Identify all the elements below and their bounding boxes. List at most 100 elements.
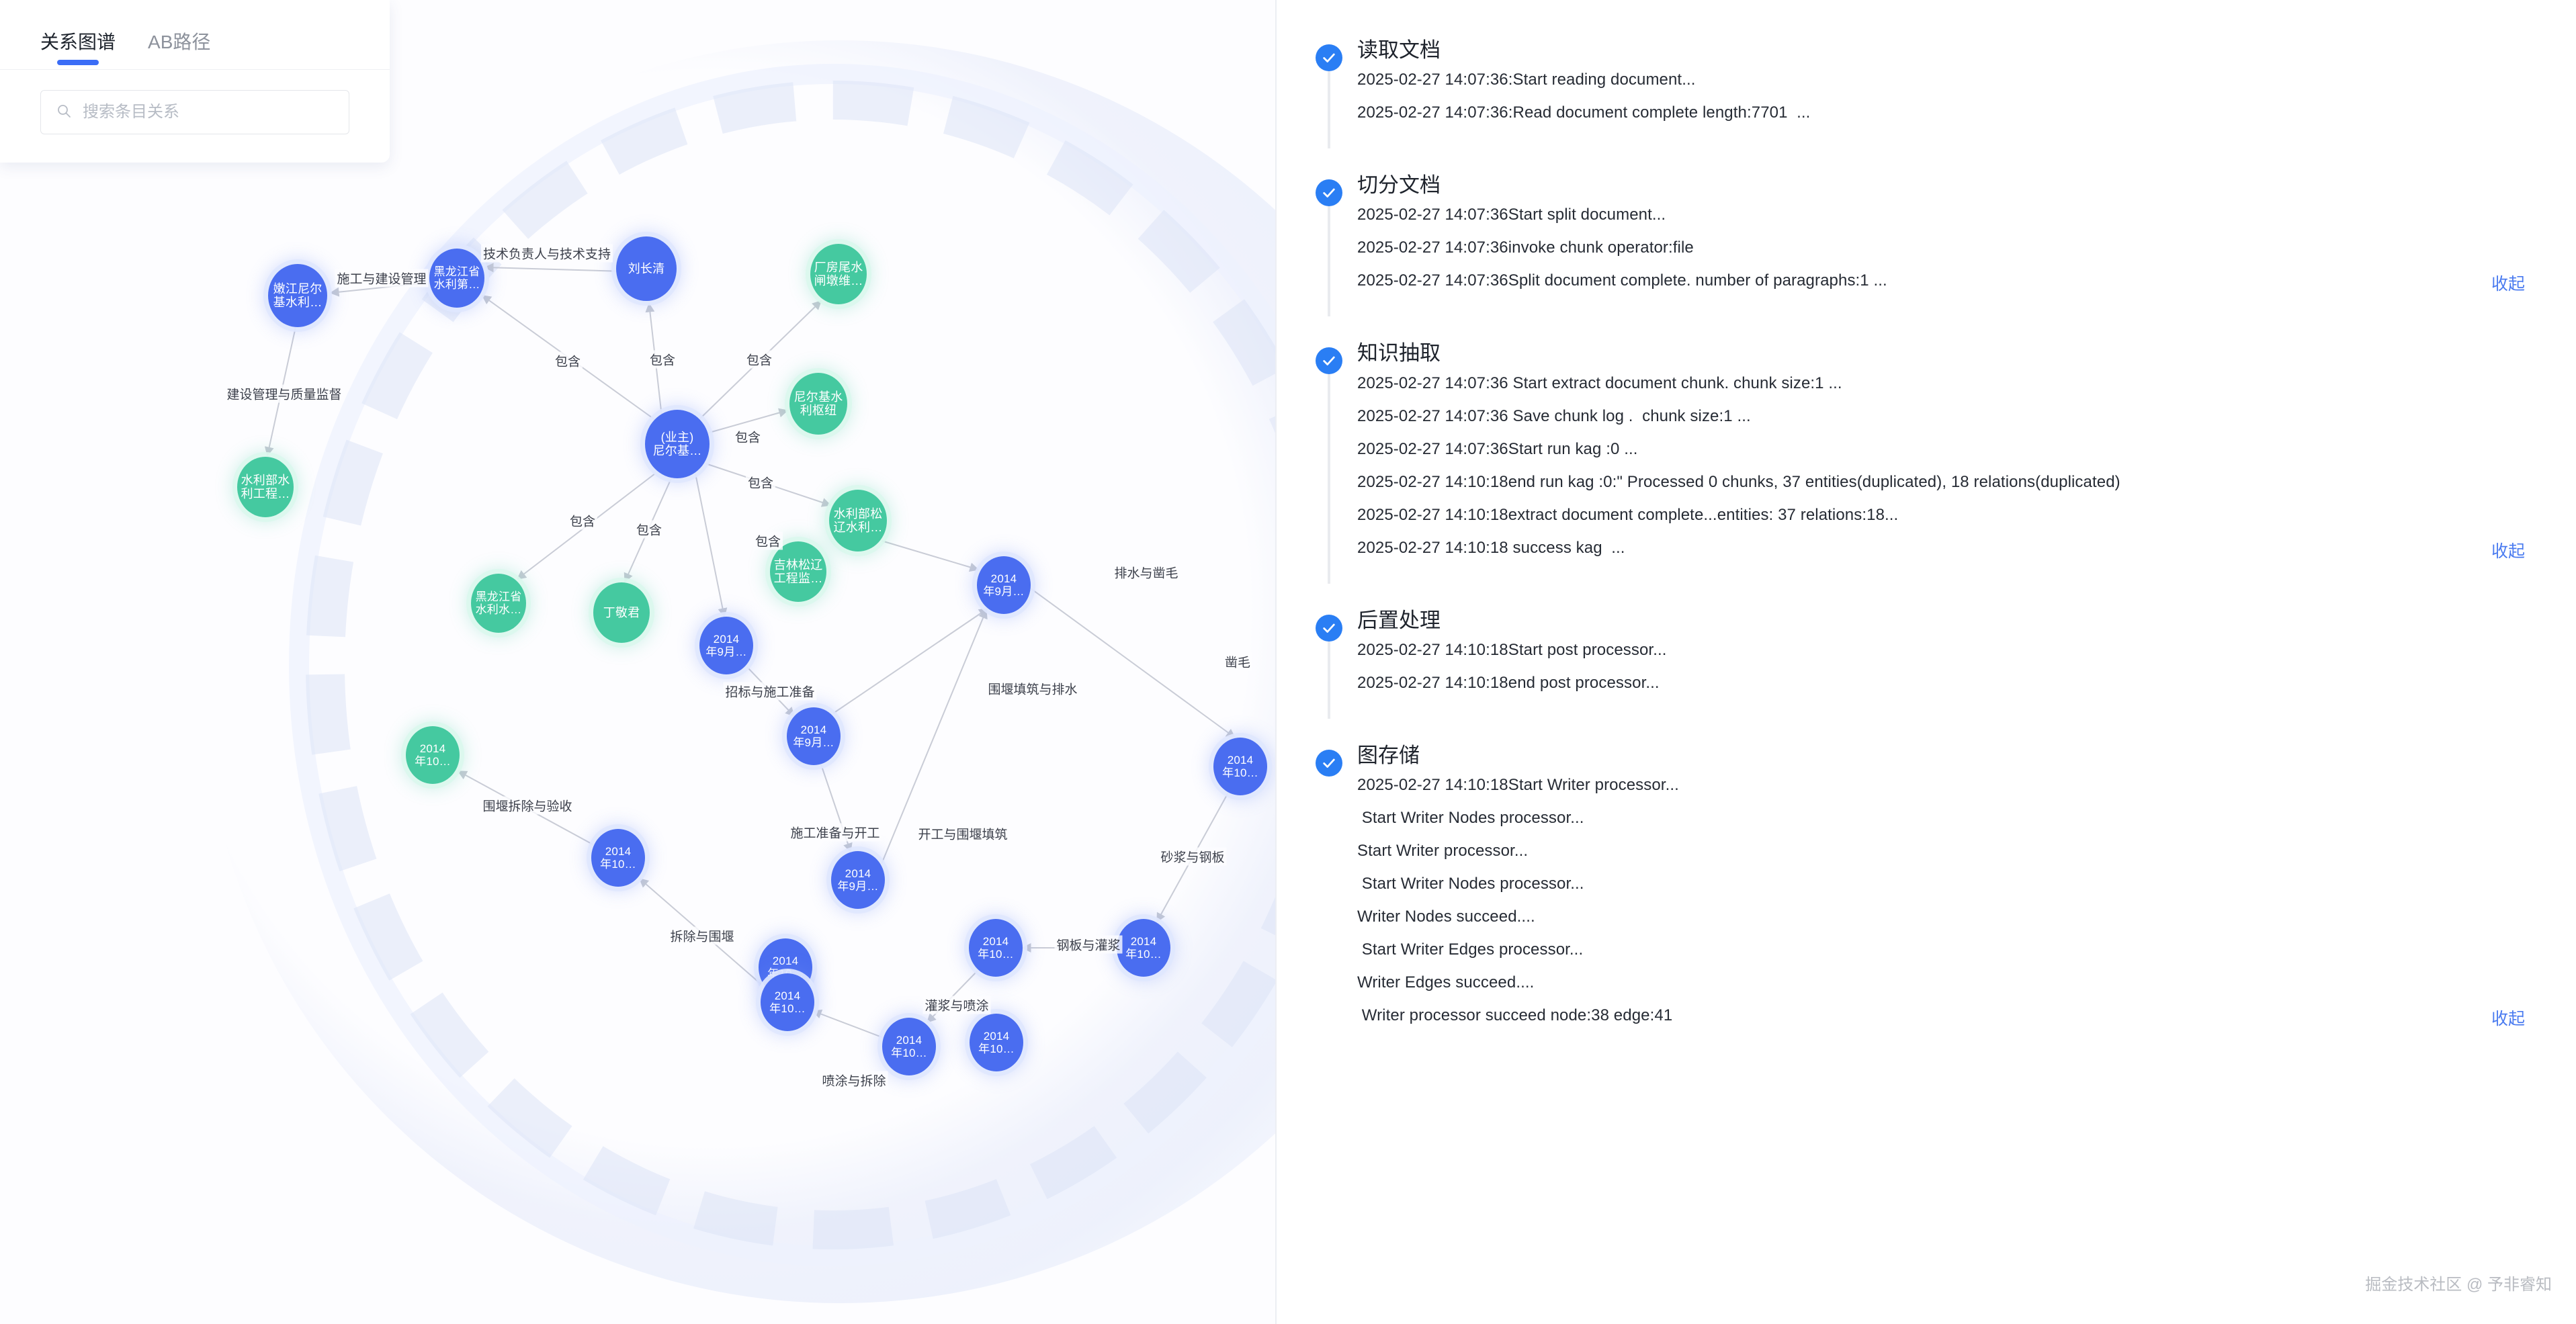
graph-node-label: 刘长清 xyxy=(628,261,665,275)
graph-edges xyxy=(264,263,1236,1039)
search-box[interactable] xyxy=(40,90,349,134)
graph-node[interactable]: 刘长清 xyxy=(616,236,677,301)
step-connector-line xyxy=(1328,204,1330,317)
log-line: 2025-02-27 14:10:18extract document comp… xyxy=(1357,505,1899,524)
tab-relation-graph[interactable]: 关系图谱 xyxy=(40,28,116,69)
log-line: Start Writer Nodes processor... xyxy=(1357,808,1584,827)
log-line: 2025-02-27 14:07:36invoke chunk operator… xyxy=(1357,238,1694,257)
graph-node[interactable]: 丁敬君 xyxy=(593,582,650,643)
log-line: Writer Nodes succeed.... xyxy=(1357,907,1535,926)
graph-node[interactable]: 水利部松辽水利… xyxy=(829,490,887,551)
graph-node-label: 嫩江尼尔基水利… xyxy=(273,281,323,309)
graph-node-label: 黑龙江省水利第… xyxy=(433,265,480,291)
log-line: 2025-02-27 14:10:18end run kag :0:" Proc… xyxy=(1357,472,2120,491)
graph-node-label: 丁敬君 xyxy=(603,605,640,619)
graph-edge-label: 拆除与围堰 xyxy=(668,926,736,945)
search-input[interactable] xyxy=(81,102,334,122)
graph-node[interactable]: 厂房尾水闸墩维… xyxy=(810,244,867,304)
pipeline-step: 切分文档 2025-02-27 14:07:36Start split docum… xyxy=(1277,173,2525,317)
step-title: 切分文档 xyxy=(1357,173,1441,197)
log-line: Start Writer Nodes processor... xyxy=(1357,874,1584,893)
graph-node[interactable]: 黑龙江省水利第… xyxy=(429,249,484,308)
log-line: 2025-02-27 14:07:36 Save chunk log . chu… xyxy=(1357,406,1751,425)
collapse-link[interactable]: 收起 xyxy=(2491,1009,2525,1028)
check-circle-icon xyxy=(1316,347,1342,375)
graph-node[interactable]: 吉林松辽工程监… xyxy=(770,541,826,602)
graph-control-card: 关系图谱 AB路径 xyxy=(0,0,390,163)
graph-node[interactable]: 嫩江尼尔基水利… xyxy=(268,264,327,327)
graph-node[interactable]: 水利部水利工程… xyxy=(237,457,294,517)
collapse-link[interactable]: 收起 xyxy=(2491,275,2525,294)
graph-node[interactable]: 尼尔基水利枢纽 xyxy=(789,373,847,435)
check-circle-icon xyxy=(1316,179,1342,207)
graph-edge-label: 包含 xyxy=(634,520,664,539)
graph-edge-label: 喷涂与拆除 xyxy=(820,1071,888,1090)
graph-node[interactable]: 黑龙江省水利水… xyxy=(471,574,526,633)
log-line: 2025-02-27 14:07:36Start split document.… xyxy=(1357,206,1666,224)
graph-edge-label: 灌浆与喷涂 xyxy=(922,996,991,1014)
tab-ab-path[interactable]: AB路径 xyxy=(148,32,211,52)
graph-edge-label: 包含 xyxy=(753,531,783,550)
step-title: 读取文档 xyxy=(1357,38,1441,62)
log-line: 2025-02-27 14:07:36:Start reading docume… xyxy=(1357,71,1696,89)
graph-edge-label: 包含 xyxy=(732,427,763,446)
graph-edge-label: 砂浆与钢板 xyxy=(1158,847,1227,866)
log-line: Writer Edges succeed.... xyxy=(1357,973,1535,991)
log-line: 2025-02-27 14:07:36Split document comple… xyxy=(1357,271,1887,290)
graph-edge-label: 围堰填筑与排水 xyxy=(986,679,1080,698)
graph-node-label: 水利部水利工程… xyxy=(241,473,290,500)
graph-edge-label: 包含 xyxy=(567,511,598,530)
graph-node-label: 水利部松辽水利… xyxy=(833,506,883,534)
check-circle-icon xyxy=(1316,44,1342,71)
collapse-link[interactable]: 收起 xyxy=(2491,541,2525,561)
check-circle-icon xyxy=(1316,614,1342,642)
step-spacer xyxy=(1277,142,2525,173)
graph-node[interactable]: (业主)尼尔基… xyxy=(645,410,710,478)
log-line: 2025-02-27 14:10:18 success kag ... xyxy=(1357,538,1625,557)
log-line: 2025-02-27 14:07:36Start run kag :0 ... xyxy=(1357,439,1638,458)
log-line: Writer processor succeed node:38 edge:41 xyxy=(1357,1006,1673,1024)
check-circle-icon xyxy=(1316,749,1342,777)
graph-edge-label: 包含 xyxy=(647,350,678,369)
pipeline-step: 读取文档 2025-02-27 14:07:36:Start reading do… xyxy=(1277,38,2525,149)
log-line: 2025-02-27 14:10:18Start Writer processo… xyxy=(1357,775,1679,794)
step-spacer xyxy=(1277,712,2525,743)
graph-edge-label: 施工准备与开工 xyxy=(788,823,882,842)
graph-edge-label: 凿毛 xyxy=(1222,652,1253,671)
step-title: 知识抽取 xyxy=(1357,341,1441,365)
graph-edge-label: 包含 xyxy=(552,351,583,370)
step-spacer xyxy=(1277,577,2525,608)
pipeline-step-list: 读取文档 2025-02-27 14:07:36:Start reading do… xyxy=(1277,38,2525,1045)
graph-halo-decoration xyxy=(202,40,1275,1303)
step-spacer xyxy=(1277,310,2525,341)
watermark: 掘金技术社区 @ 予非睿知 xyxy=(2365,1276,2552,1294)
step-connector-line xyxy=(1328,638,1330,719)
relation-graph-canvas[interactable]: 嫩江尼尔基水利… 黑龙江省水利第… 刘长清 厂房尾水闸墩维… 水利部水利工程… 尼尔基水利… xyxy=(0,0,1277,1324)
